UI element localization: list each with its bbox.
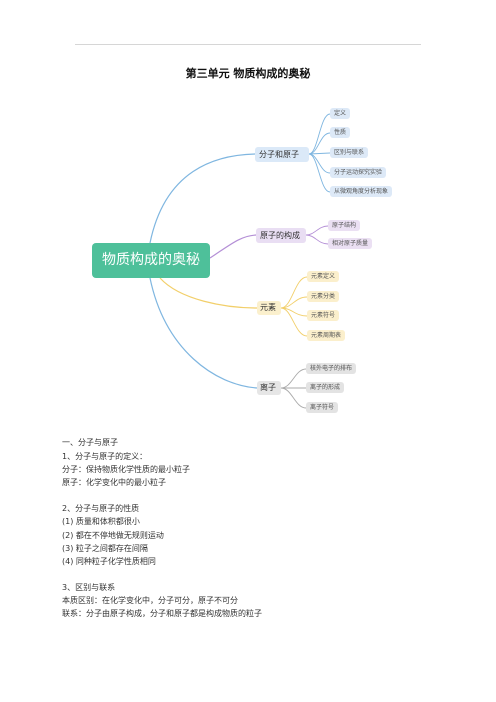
leaf-relative-atomic-mass: 相对原子质量	[328, 238, 373, 249]
body-line: 本质区别：在化学变化中，分子可分，原子不可分	[62, 596, 238, 605]
mindmap-root-node: 物质构成的奥秘	[92, 243, 210, 278]
leaf-electron-arrangement: 核外电子的排布	[306, 363, 357, 374]
body-line: 分子：保持物质化学性质的最小粒子	[62, 465, 190, 474]
leaf-definition: 定义	[330, 108, 351, 119]
list-item: (4) 同种粒子化学性质相同	[62, 557, 156, 566]
body-line: 联系：分子由原子构成，分子和原子都是构成物质的粒子	[62, 609, 262, 618]
leaf-difference-connection: 区别与联系	[330, 147, 369, 158]
leaf-ion-symbols: 离子符号	[306, 402, 339, 413]
list-item: (1) 质量和体积都很小	[62, 517, 140, 526]
subsection-heading: 2、分子与原子的性质	[62, 504, 140, 513]
leaf-element-symbols: 元素符号	[307, 310, 340, 321]
list-item: (3) 粒子之间都存在间隔	[62, 544, 148, 553]
branch-atom-structure: 原子的构成	[256, 228, 306, 243]
leaf-ion-formation: 离子的形成	[306, 382, 345, 393]
leaf-periodic-table: 元素周期表	[307, 330, 346, 341]
subsection-heading: 1、分子与原子的定义：	[62, 452, 148, 461]
connector-root-b3	[159, 277, 258, 309]
list-item: (2) 都在不停地做无规则运动	[62, 531, 164, 540]
body-line: 原子：化学变化中的最小粒子	[62, 478, 166, 487]
leaf-molecular-motion-experiment: 分子运动探究实验	[330, 167, 387, 178]
connector-root-b2	[209, 234, 257, 259]
leaf-microscopic-analysis: 从微观角度分析现象	[330, 186, 393, 197]
connector-root-b4	[149, 277, 258, 389]
document-title: 第三单元 物质构成的奥秘	[185, 67, 311, 80]
leaf-element-classification: 元素分类	[307, 291, 340, 302]
leaf-atomic-structure: 原子结构	[328, 220, 361, 231]
leaf-properties: 性质	[330, 127, 351, 138]
connector-root-b1	[149, 153, 256, 244]
section-heading: 一、分子与原子	[62, 438, 118, 447]
branch-elements: 元素	[257, 301, 281, 315]
subsection-heading: 3、区别与联系	[62, 583, 116, 592]
header-rule	[75, 44, 421, 45]
leaf-element-definition: 元素定义	[307, 271, 340, 282]
branch-ions: 离子	[257, 381, 281, 395]
branch-molecules-atoms: 分子和原子	[255, 147, 309, 162]
